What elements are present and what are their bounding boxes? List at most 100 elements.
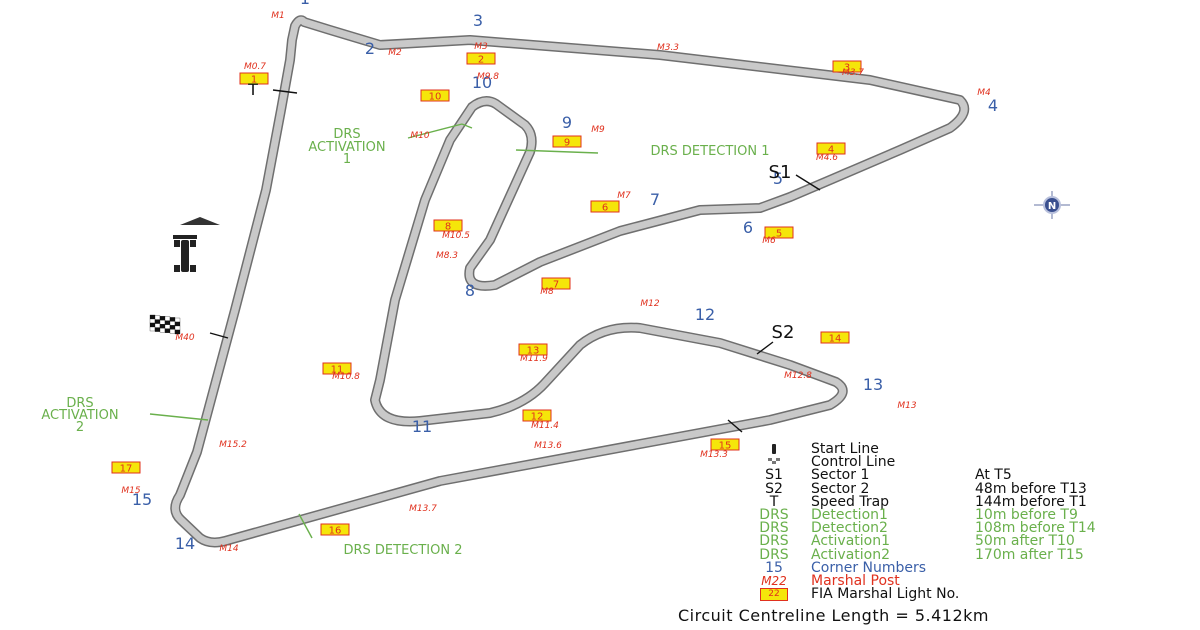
flag-cell [149,326,156,332]
flag-cell [174,321,181,327]
corner-number: 8 [465,281,475,300]
legend-label: FIA Marshal Light No. [811,586,960,603]
marshal-light-box [433,219,463,232]
marshal-post-label: M10.8 [332,372,360,382]
flag-cell [149,318,156,324]
marshal-light-box [552,135,582,148]
marshal-light-box [590,200,620,213]
marshal-post-label: M13 [897,401,916,411]
marshal-light-box [466,52,496,65]
track-layer [170,15,970,548]
marshal-post-label: M13.6 [534,441,562,451]
marshal-light-box [541,277,571,290]
corner-number: 2 [365,39,375,58]
marshal-light-number: 3 [844,63,850,74]
sector2-label: S2 [772,322,795,343]
legend-symbol: DRS [759,533,789,550]
marshal-post-label: M3.7 [842,68,864,78]
drs-activation2-label: DRS [66,396,93,411]
marshal-light-number: 17 [120,464,133,475]
start-line-icon [745,443,803,458]
marshal-post-label: M13.3 [700,450,728,460]
flag-cell [149,314,156,320]
legend-label: Activation2 [811,546,890,563]
legend-light-box: 22 [745,588,803,602]
legend-value: 108m before T14 [975,520,1096,537]
flag-cell [154,323,161,328]
flag-cell [174,317,181,323]
marshal-light-number: 1 [251,75,257,86]
corner-number: 10 [472,73,492,92]
marshal-post-label: M40 [175,333,194,343]
drs-activation2-label: ACTIVATION [41,408,118,423]
marshal-light-box [518,343,548,356]
marshal-light-box [710,438,740,451]
legend-value: 170m after T15 [975,546,1084,563]
marshal-post-label: M9 [591,125,605,135]
marshal-light-number: 9 [564,138,570,149]
legend-value: 144m before T1 [975,493,1087,510]
flag-cell [159,328,166,333]
legend-symbol: T [769,493,779,510]
marshal-post-label: M11.9 [520,354,548,364]
sector2-line [756,341,774,355]
marshal-light-number: 12 [531,412,544,423]
legend-value: At T5 [975,467,1012,484]
marshal-post-label: M15 [121,486,140,496]
legend-symbol: M22 [761,573,787,588]
compass-disc [1043,196,1061,214]
legend-row: Start Line [745,442,1195,458]
legend-row: Control Line [745,454,1195,471]
flag-cell [154,319,161,324]
marshal-post-label: M4.6 [816,153,838,163]
marshal-post-label: M0.7 [244,62,266,72]
legend-label: Corner Numbers [811,559,927,576]
marshal-light-box [820,331,850,344]
drs-activation2-label: 2 [76,420,84,435]
marshal-light-box [320,523,350,536]
legend-value: 10m before T9 [975,506,1078,523]
track-marker-lines [149,89,821,539]
marshal-post-label: M3 [474,42,488,52]
corner-number: 9 [562,113,572,132]
marshal-light-number: 14 [829,334,842,345]
marshal-light-number: 10 [429,92,442,103]
track-surface [171,16,968,546]
marshal-light-number: 4 [828,145,834,156]
marshal-light-number: 7 [553,280,559,291]
marshal-post-label: M2 [388,48,402,58]
marshal-post-label: M9.8 [477,72,499,82]
marshal-light-number: 8 [445,222,451,233]
drs-activation1-pointer [407,123,463,139]
marshal-light-number: 15 [719,441,732,452]
drs-detection1-pointer [515,149,599,154]
marshal-post-label: M10.5 [442,231,470,241]
corner-number: 4 [988,96,998,115]
car-body [181,240,189,272]
marshal-post-label: M7 [617,191,631,201]
marshal-post-label: M1 [271,11,285,21]
corner-number: 1 [300,0,310,8]
corner-number: 11 [412,417,432,436]
marshal-light-box [816,142,846,155]
corner-number: 5 [773,169,783,188]
drs-activation1-label: DRS [333,127,360,142]
marshal-post-label: M8 [540,287,554,297]
flag-cell [169,321,176,326]
legend-label: Control Line [811,454,896,471]
checkered-flag-icon [149,314,181,335]
control-line-icon [745,456,803,469]
marshal-post-label: M4 [977,88,991,98]
flag-cell [159,316,166,321]
flag-cell [164,316,171,321]
marshal-light-number: 6 [602,203,608,214]
